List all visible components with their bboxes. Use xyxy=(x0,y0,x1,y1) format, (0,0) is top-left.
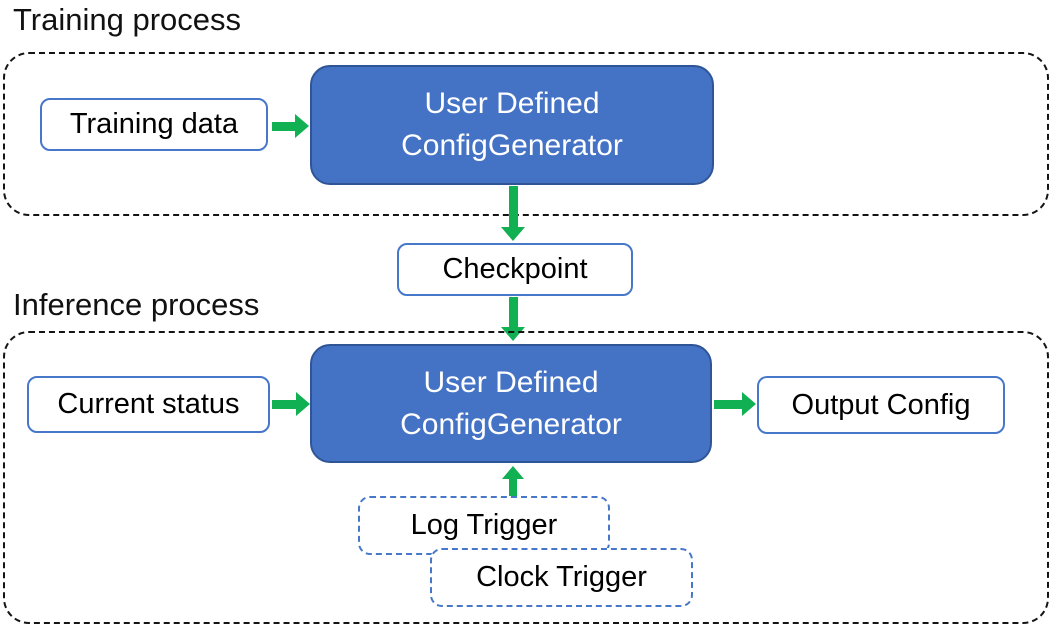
arrow-shaft xyxy=(509,478,517,498)
config-generator-line2: ConfigGenerator xyxy=(400,407,622,441)
arrow-head xyxy=(501,327,525,341)
arrow-shaft xyxy=(714,400,743,409)
inference-process-container xyxy=(3,331,1049,624)
arrow-shaft xyxy=(272,122,296,131)
arrow-checkpoint-to-generator xyxy=(501,297,525,341)
arrow-head xyxy=(502,466,524,479)
inference-process-label: Inference process xyxy=(13,287,260,322)
log-trigger-box: Log Trigger xyxy=(358,496,610,555)
arrow-current-status-to-generator xyxy=(272,392,310,416)
arrow-shaft xyxy=(509,297,518,328)
output-config-box: Output Config xyxy=(757,376,1005,434)
training-data-box: Training data xyxy=(40,98,268,151)
arrow-triggers-to-generator xyxy=(502,466,524,498)
training-process-container xyxy=(3,52,1049,216)
arrow-shaft xyxy=(272,400,297,409)
config-generator-training-box: User Defined ConfigGenerator xyxy=(310,65,714,185)
arrow-generator-to-checkpoint xyxy=(501,186,525,241)
config-generator-inference-box: User Defined ConfigGenerator xyxy=(310,344,712,463)
arrow-training-data-to-generator xyxy=(272,114,309,138)
arrow-generator-to-output xyxy=(714,392,756,416)
config-generator-line2: ConfigGenerator xyxy=(401,129,623,162)
training-process-label: Training process xyxy=(13,2,242,37)
arrow-head xyxy=(742,392,756,416)
arrow-head xyxy=(295,114,309,138)
clock-trigger-box: Clock Trigger xyxy=(430,548,693,607)
arrow-shaft xyxy=(509,186,518,228)
arrow-head xyxy=(296,392,310,416)
current-status-box: Current status xyxy=(27,376,270,433)
arrow-head xyxy=(501,227,525,241)
checkpoint-box: Checkpoint xyxy=(397,243,633,296)
config-generator-line1: User Defined xyxy=(423,365,599,399)
config-generator-line1: User Defined xyxy=(424,87,600,120)
